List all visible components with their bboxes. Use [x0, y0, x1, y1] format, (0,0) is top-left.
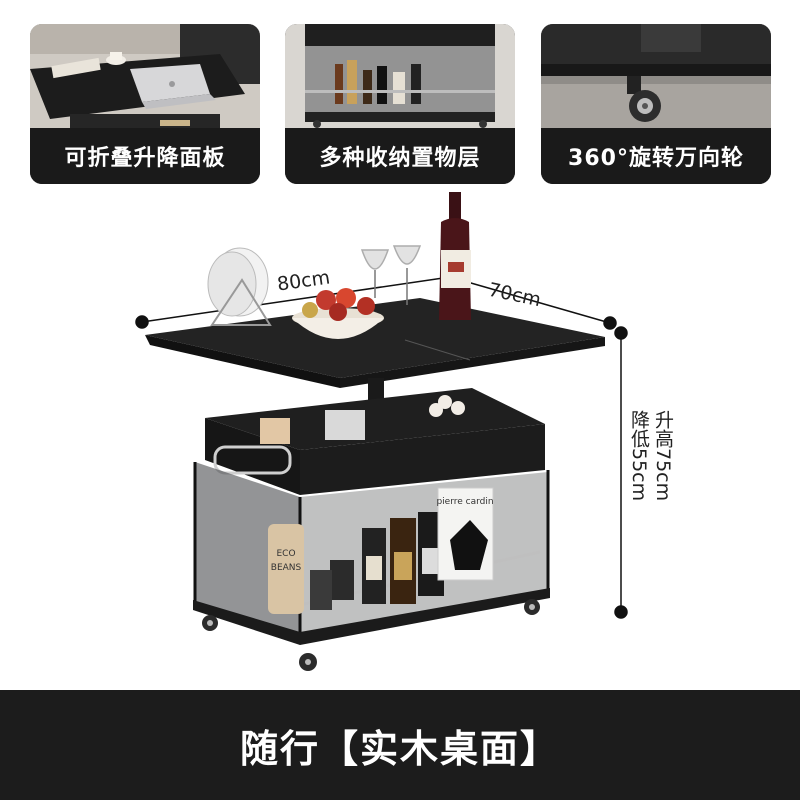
table-top [145, 298, 605, 438]
feature-card-storage: 多种收纳置物层 [285, 24, 515, 184]
feature-card-folding-top: 可折叠升降面板 [30, 24, 260, 184]
feature-caption: 360°旋转万向轮 [541, 128, 771, 184]
wine-bottle [439, 192, 471, 320]
dimension-lines [135, 270, 628, 619]
banner-text: 随行【实木桌面】 [239, 726, 560, 771]
laptop-on-table-photo [30, 24, 260, 128]
plates-decor [207, 247, 272, 326]
canister-label-line2: BEANS [271, 563, 302, 573]
height-raised-label: 升高75cm [652, 410, 674, 502]
book-brand-text: pierre cardin [436, 497, 493, 507]
caster-wheel-photo [541, 24, 771, 128]
storage-shelf-photo [285, 24, 515, 128]
lift-coffee-table-illustration: ECO BEANS pierre cardin [135, 192, 628, 671]
bottom-banner: 随行【实木桌面】 [0, 690, 800, 800]
feature-card-wheels: 360°旋转万向轮 [541, 24, 771, 184]
fruit-bowl [292, 288, 384, 339]
shelf-items: ECO BEANS pierre cardin [268, 487, 494, 614]
wine-glasses [360, 245, 422, 305]
canister-label-line1: ECO [276, 549, 295, 559]
upper-storage-box [205, 388, 545, 495]
feature-caption: 多种收纳置物层 [285, 128, 515, 184]
height-lowered-label: 降低55cm [628, 410, 650, 502]
caster-wheels [202, 599, 540, 671]
feature-caption: 可折叠升降面板 [30, 128, 260, 184]
